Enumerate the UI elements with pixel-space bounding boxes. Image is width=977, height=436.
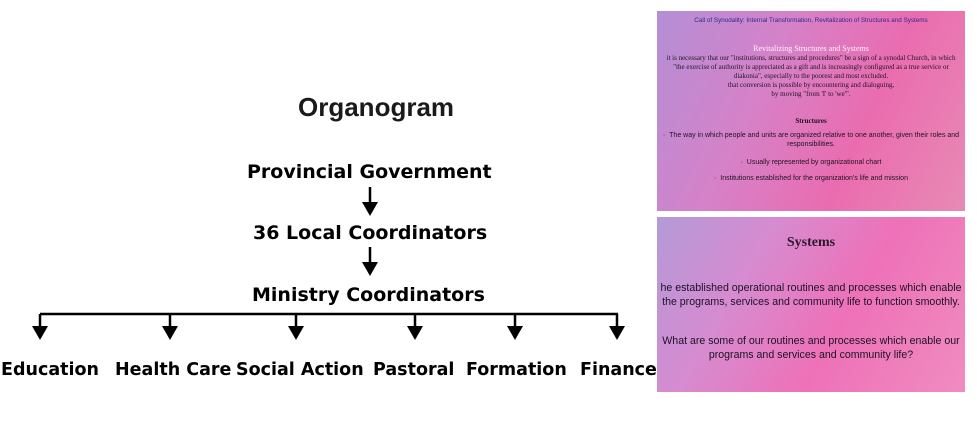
leaf-finance: Finance bbox=[580, 360, 657, 380]
structures-bullet-2: · Usually represented by organizational … bbox=[740, 159, 882, 166]
structures-heading: Structures bbox=[795, 117, 827, 125]
bullet-marker: · bbox=[714, 175, 721, 182]
systems-question: What are some of our routines and proces… bbox=[662, 335, 960, 361]
leaf-education: Education bbox=[1, 360, 99, 380]
leaf-formation: Formation bbox=[466, 360, 567, 380]
paragraph-line-2: that conversion is possible by encounter… bbox=[727, 80, 895, 89]
bullet-marker: · bbox=[662, 132, 670, 139]
systems-definition: he established operational routines and … bbox=[660, 282, 962, 308]
slide-structures: Call of Synodality: Internal Transformat… bbox=[657, 11, 965, 211]
node-provincial-government: Provincial Government bbox=[247, 161, 492, 183]
leaf-social-action: Social Action bbox=[236, 360, 364, 380]
arrowhead-social-action bbox=[288, 326, 304, 340]
systems-title: Systems bbox=[786, 235, 836, 250]
paragraph-line-1: it is necessary that our "institutions, … bbox=[666, 54, 956, 80]
slide-header: Call of Synodality: Internal Transformat… bbox=[694, 17, 928, 24]
paragraph-line-3: by moving "from 'I' to 'we'". bbox=[771, 89, 851, 98]
arrowhead-root-level2 bbox=[362, 202, 378, 216]
arrowhead-level2-level3 bbox=[362, 262, 378, 276]
leaf-health-care: Health Care bbox=[115, 360, 232, 380]
bullet-marker: · bbox=[740, 159, 747, 166]
arrowhead-pastoral bbox=[407, 326, 423, 340]
leaf-pastoral: Pastoral bbox=[373, 360, 455, 380]
slide-paragraph: it is necessary that our "institutions, … bbox=[661, 54, 961, 99]
arrowhead-health-care bbox=[162, 326, 178, 340]
node-ministry-coordinators: Ministry Coordinators bbox=[252, 284, 485, 306]
arrowhead-finance bbox=[609, 326, 625, 340]
structures-bullet-1: · The way in which people and units are … bbox=[662, 132, 960, 148]
arrowhead-education bbox=[32, 326, 48, 340]
arrowhead-formation bbox=[507, 326, 523, 340]
node-local-coordinators: 36 Local Coordinators bbox=[253, 222, 488, 244]
slide-systems: Systems he established operational routi… bbox=[657, 217, 965, 392]
slide-subtitle: Revitalizing Structures and Systems bbox=[753, 44, 869, 53]
structures-bullet-3: · Institutions established for the organ… bbox=[714, 175, 908, 182]
diagram-title: Organogram bbox=[298, 92, 455, 122]
